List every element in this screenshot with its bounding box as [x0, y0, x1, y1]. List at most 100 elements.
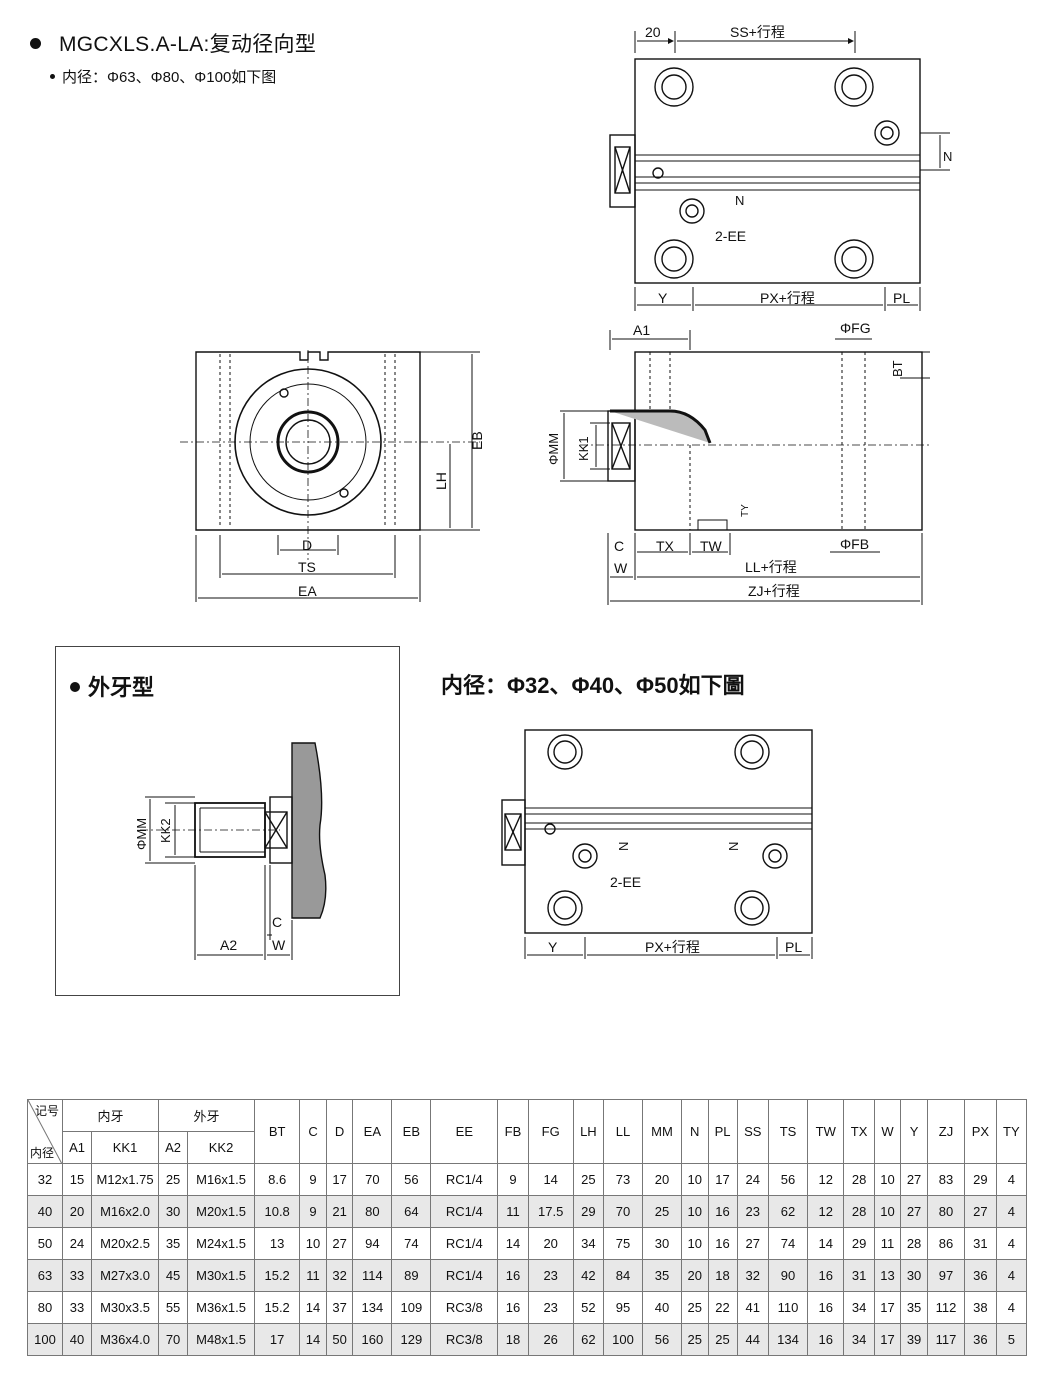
table-cell: 33 [61, 1291, 93, 1324]
table-cell: 100 [603, 1323, 644, 1356]
table-cell: 18 [497, 1323, 529, 1356]
table-cell: 134 [768, 1323, 809, 1356]
table-cell: 28 [843, 1163, 875, 1196]
table-cell: 62 [572, 1323, 605, 1356]
column-header: KK2 [187, 1131, 256, 1164]
table-cell: 27 [736, 1227, 770, 1260]
table-cell: 56 [768, 1163, 809, 1196]
table-cell: RC3/8 [430, 1323, 499, 1356]
table-cell: 10 [873, 1195, 902, 1228]
table-cell: RC1/4 [430, 1163, 499, 1196]
table-cell: 95 [603, 1291, 644, 1324]
table-cell: 41 [736, 1291, 770, 1324]
table-cell: 16 [497, 1259, 529, 1292]
table-cell: 17 [707, 1163, 738, 1196]
dim-w-label: W [614, 560, 628, 576]
table-cell: 39 [900, 1323, 928, 1356]
table-cell: 70 [352, 1163, 393, 1196]
bullet-icon [50, 73, 55, 79]
table-cell: M24x1.5 [187, 1227, 256, 1260]
small-cylinder-body [524, 729, 813, 934]
table-cell: 50 [27, 1227, 63, 1260]
table-cell: 11 [299, 1259, 327, 1292]
dim-px-label: PX+行程 [760, 290, 815, 306]
table-cell: 13 [254, 1227, 301, 1260]
column-header: TW [807, 1099, 845, 1164]
table-cell: 16 [707, 1227, 738, 1260]
column-header: PX [964, 1099, 997, 1164]
table-cell: 15.2 [254, 1259, 301, 1292]
table-cell: 30 [900, 1259, 928, 1292]
dim-bt-label: BT [890, 360, 905, 377]
table-cell: 32 [325, 1259, 354, 1292]
table-cell: 134 [352, 1291, 393, 1324]
table-cell: M48x1.5 [187, 1323, 256, 1356]
small-bore-drawing: N N 2-EE Y PX+行程 PL [501, 729, 813, 959]
dim-n-label: N [735, 193, 744, 208]
table-cell: 17 [873, 1291, 902, 1324]
dim-c-label: C [614, 538, 624, 554]
table-cell: 25 [707, 1323, 738, 1356]
table-cell: M27x3.0 [91, 1259, 160, 1292]
column-header: MM [642, 1099, 682, 1164]
table-cell: 38 [964, 1291, 997, 1324]
cylinder-side-body [634, 351, 923, 531]
table-cell: 29 [572, 1195, 605, 1228]
table-cell: 14 [807, 1227, 845, 1260]
table-cell: 50 [325, 1323, 354, 1356]
table-cell: M30x3.5 [91, 1291, 160, 1324]
table-cell: RC1/4 [430, 1227, 499, 1260]
table-cell: 23 [527, 1259, 574, 1292]
column-header: TS [768, 1099, 809, 1164]
table-cell: 14 [299, 1291, 327, 1324]
side-view-drawing: A1 ΦFG BT ΦMM KK1 TY C W TX TW ΦFB LL+行程… [546, 320, 930, 605]
table-cell: 80 [352, 1195, 393, 1228]
column-header: BT [254, 1099, 301, 1164]
column-header: PL [707, 1099, 738, 1164]
table-cell: 5 [995, 1323, 1028, 1356]
dim-px-label: PX+行程 [645, 939, 700, 955]
dim-eb-label: EB [469, 431, 485, 450]
table-cell: 25 [642, 1195, 682, 1228]
dim-a2-label: A2 [220, 937, 237, 953]
column-header: N [680, 1099, 709, 1164]
table-cell: 25 [680, 1291, 709, 1324]
table-cell: 75 [603, 1227, 644, 1260]
table-cell: 97 [926, 1259, 966, 1292]
dim-ee-label: 2-EE [610, 874, 641, 890]
page-title: MGCXLS.A-LA:复动径向型 [30, 28, 316, 58]
table-cell: 35 [900, 1291, 928, 1324]
dim-d-label: D [302, 537, 312, 553]
table-cell: 23 [736, 1195, 770, 1228]
dim-mm-label: ΦMM [546, 433, 561, 465]
dim-lh-label: LH [433, 472, 449, 490]
table-cell: M30x1.5 [187, 1259, 256, 1292]
table-cell: 45 [158, 1259, 189, 1292]
table-cell: 34 [843, 1323, 875, 1356]
dim-pl-label: PL [893, 290, 910, 306]
table-cell: 27 [325, 1227, 354, 1260]
table-cell: 44 [736, 1323, 770, 1356]
dim-tx-label: TX [656, 538, 675, 554]
table-cell: 15 [61, 1163, 93, 1196]
table-cell: 80 [926, 1195, 966, 1228]
table-cell: 10 [299, 1227, 327, 1260]
dim-zj-label: ZJ+行程 [748, 583, 800, 599]
table-cell: 100 [27, 1323, 63, 1356]
table-cell: 56 [391, 1163, 432, 1196]
table-cell: 114 [352, 1259, 393, 1292]
dim-y-label: Y [658, 290, 668, 306]
table-cell: 16 [807, 1291, 845, 1324]
column-header: LH [572, 1099, 605, 1164]
table-cell: 14 [497, 1227, 529, 1260]
table-cell: 40 [642, 1291, 682, 1324]
table-subheader-row: A1 KK1 A2 KK2 [28, 1131, 1027, 1164]
table-cell: M20x1.5 [187, 1195, 256, 1228]
table-cell: M36x4.0 [91, 1323, 160, 1356]
table-cell: 4 [995, 1227, 1028, 1260]
column-header: FG [527, 1099, 574, 1164]
